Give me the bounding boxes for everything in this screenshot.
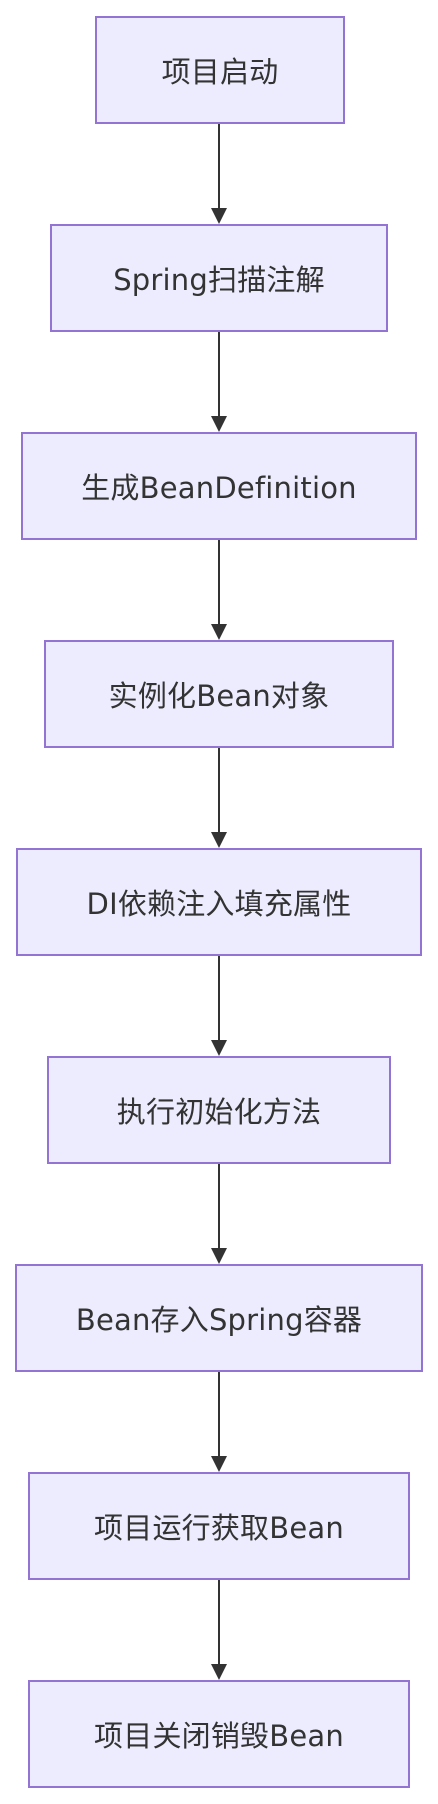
node-label: 项目关闭销毁Bean — [94, 1719, 344, 1753]
edge-arrow — [211, 956, 227, 1056]
edge-arrow — [211, 1580, 227, 1680]
node-label: 生成BeanDefinition — [81, 471, 357, 505]
arrowhead — [211, 832, 227, 848]
node-label: 项目运行获取Bean — [94, 1511, 344, 1545]
node-generate-bean-definition: 生成BeanDefinition — [21, 432, 417, 540]
edge-arrow — [211, 748, 227, 848]
arrowhead — [211, 1248, 227, 1264]
edge-arrow — [211, 1372, 227, 1472]
edge-arrow — [211, 124, 227, 224]
arrowhead — [211, 624, 227, 640]
node-store-in-container: Bean存入Spring容器 — [15, 1264, 423, 1372]
edge-arrow — [211, 332, 227, 432]
node-label: DI依赖注入填充属性 — [86, 887, 352, 921]
node-run-init-method: 执行初始化方法 — [47, 1056, 391, 1164]
node-shutdown-destroy-bean: 项目关闭销毁Bean — [28, 1680, 410, 1788]
node-di-inject-properties: DI依赖注入填充属性 — [16, 848, 422, 956]
node-runtime-get-bean: 项目运行获取Bean — [28, 1472, 410, 1580]
arrowhead — [211, 1040, 227, 1056]
arrowhead — [211, 416, 227, 432]
edge-arrow — [211, 540, 227, 640]
node-label: 项目启动 — [161, 55, 279, 89]
node-label: 执行初始化方法 — [116, 1095, 322, 1129]
node-project-start: 项目启动 — [95, 16, 345, 124]
arrowhead — [211, 1456, 227, 1472]
edge-arrow — [211, 1164, 227, 1264]
node-label: 实例化Bean对象 — [108, 679, 330, 713]
arrowhead — [211, 1664, 227, 1680]
arrowhead — [211, 208, 227, 224]
node-spring-scan-annotations: Spring扫描注解 — [50, 224, 388, 332]
node-instantiate-bean: 实例化Bean对象 — [44, 640, 394, 748]
node-label: Bean存入Spring容器 — [75, 1303, 363, 1337]
node-label: Spring扫描注解 — [113, 263, 325, 297]
